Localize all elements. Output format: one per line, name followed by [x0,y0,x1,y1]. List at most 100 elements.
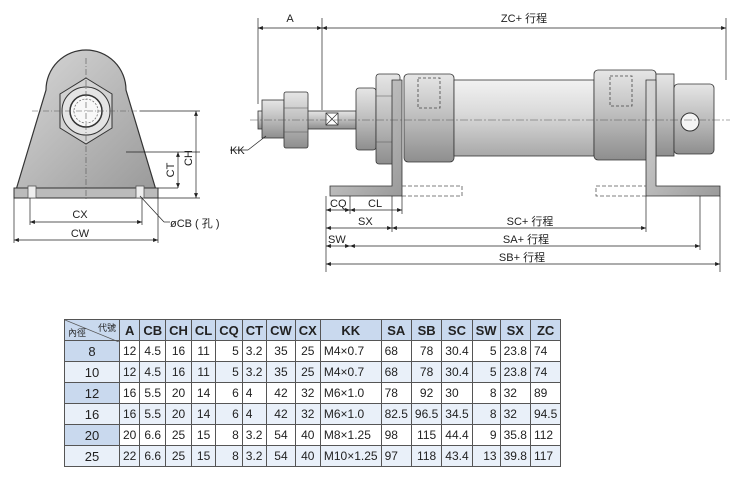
label-cw: CW [71,228,90,240]
table-cell: 20 [165,403,192,425]
table-cell: 20 [165,382,192,404]
column-header-sw: SW [471,319,501,341]
table-cell: 8 [471,403,501,425]
table-cell: 78 [410,340,443,362]
column-header-sx: SX [499,319,531,341]
table-cell: 30.4 [441,361,473,383]
table-cell: 43.4 [441,445,473,467]
table-cell: 78 [380,382,412,404]
cylinder-side-view [250,69,730,197]
table-cell: 15 [190,445,217,467]
table-cell: 74 [529,361,562,383]
table-cell: 32 [499,403,531,425]
table-cell: 30 [441,382,473,404]
table-cell: 68 [380,340,412,362]
end-view [13,49,159,200]
label-a: A [286,13,294,25]
bore-cell: 16 [64,403,120,425]
table-cell: 32 [294,403,321,425]
column-header-cq: CQ [215,319,243,341]
table-cell: 14 [190,382,217,404]
table-cell: M6×1.0 [319,403,382,425]
table-cell: 34.5 [441,403,473,425]
table-cell: 98 [380,424,412,446]
table-cell: 74 [529,340,562,362]
table-cell: 20 [118,424,141,446]
table-cell: 25 [165,445,192,467]
column-header-cw: CW [266,319,296,341]
column-header-cb: CB [139,319,167,341]
table-cell: 25 [294,361,321,383]
table-cell: 22 [118,445,141,467]
bore-cell: 20 [64,424,120,446]
column-header-sb: SB [410,319,443,341]
table-cell: 4.5 [139,361,167,383]
table-cell: 89 [529,382,562,404]
table-cell: 78 [410,361,443,383]
table-cell: 5 [215,361,243,383]
table-cell: 115 [410,424,443,446]
label-sa: SA+ 行程 [503,233,549,246]
column-header-kk: KK [319,319,382,341]
table-cell: 6 [215,382,243,404]
bore-cell: 12 [64,382,120,404]
end-view-dimensions [13,110,200,243]
table-cell: 5 [471,361,501,383]
table-cell: 4 [241,403,268,425]
table-cell: 6 [215,403,243,425]
table-cell: 40 [294,424,321,446]
table-cell: 25 [294,340,321,362]
table-cell: 16 [118,403,141,425]
table-cell: M10×1.25 [319,445,382,467]
table-cell: 42 [266,403,296,425]
table-cell: 4 [241,382,268,404]
table-cell: 54 [266,445,296,467]
table-cell: 40 [294,445,321,467]
table-cell: 68 [380,361,412,383]
table-cell: 117 [529,445,562,467]
column-header-a: A [118,319,141,341]
label-cx: CX [72,209,88,221]
label-cb: øCB ( 孔 ) [170,217,220,230]
table-cell: 23.8 [499,340,531,362]
technical-drawing: CX CW CT CH øCB ( 孔 ) [13,12,730,272]
table-cell: 4.5 [139,340,167,362]
table-cell: 30.4 [441,340,473,362]
table-cell: 6.6 [139,424,167,446]
column-header-sa: SA [380,319,412,341]
table-cell: 3.2 [241,424,268,446]
label-sc: SC+ 行程 [507,215,554,228]
table-cell: 42 [266,382,296,404]
table-cell: 35.8 [499,424,531,446]
table-corner-cell: 代號 內徑 [64,319,120,342]
table-cell: 97 [380,445,412,467]
table-cell: 3.2 [241,445,268,467]
column-header-cx: CX [294,319,321,341]
table-cell: 32 [294,382,321,404]
table-cell: 8 [471,382,501,404]
label-ch: CH [183,150,195,166]
table-cell: 15 [190,424,217,446]
table-cell: 94.5 [529,403,562,425]
column-header-ct: CT [241,319,268,341]
label-ct: CT [165,162,177,177]
label-cl: CL [368,198,382,210]
table-cell: 3.2 [241,361,268,383]
table-cell: 5 [471,340,501,362]
label-zc: ZC+ 行程 [501,12,547,25]
table-cell: 8 [215,445,243,467]
table-cell: M4×0.7 [319,340,382,362]
label-sw: SW [328,234,346,246]
side-view-dimensions [230,18,727,272]
table-cell: 8 [215,424,243,446]
corner-label-bore: 內徑 [68,328,87,338]
bore-cell: 10 [64,361,120,383]
table-cell: 23.8 [499,361,531,383]
table-cell: 82.5 [380,403,412,425]
